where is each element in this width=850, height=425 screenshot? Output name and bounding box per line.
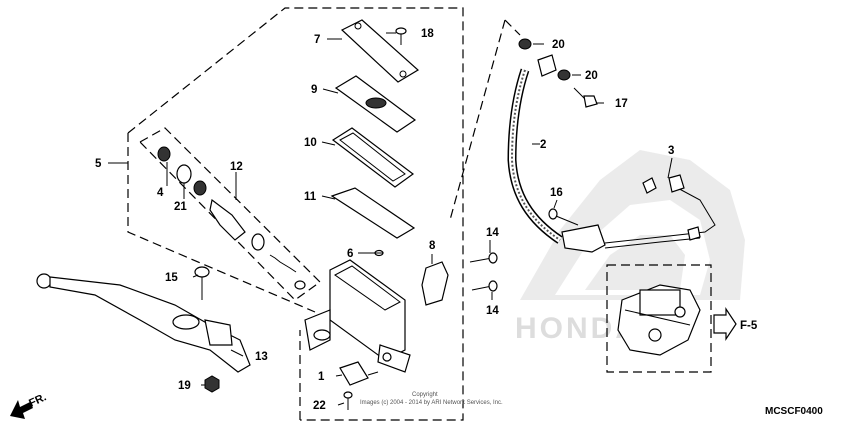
piston-kit xyxy=(157,146,306,290)
callout-7: 7 xyxy=(314,34,320,46)
honda-wing-watermark xyxy=(520,150,745,300)
callout-9: 9 xyxy=(311,84,317,96)
copyright-line-1: Copyright xyxy=(412,392,438,398)
callout-19: 19 xyxy=(178,380,191,392)
holder-bolt-upper xyxy=(469,252,498,264)
diaphragm-plate xyxy=(334,75,417,133)
callout-14-upper: 14 xyxy=(486,227,499,239)
callout-22: 22 xyxy=(313,400,326,412)
callout-3: 3 xyxy=(668,145,674,157)
callout-18: 18 xyxy=(421,28,434,40)
reference-arrow xyxy=(713,307,737,341)
reservoir-float xyxy=(330,187,416,239)
lever-pivot-bolt xyxy=(194,266,210,300)
reservoir-cap xyxy=(340,19,420,83)
abs-modulator-outline xyxy=(606,264,712,373)
callout-5: 5 xyxy=(95,158,102,170)
callout-16: 16 xyxy=(550,187,563,199)
brake-hose xyxy=(507,54,606,253)
callout-4: 4 xyxy=(157,187,164,199)
holder-bolt-lower xyxy=(471,280,498,292)
abs-modulator xyxy=(617,284,701,356)
callout-2: 2 xyxy=(540,139,546,151)
diaphragm xyxy=(331,127,415,188)
callout-13: 13 xyxy=(255,351,268,363)
callout-11: 11 xyxy=(304,191,317,203)
front-direction-label: FR. xyxy=(27,391,48,409)
hose-clamp-bolt xyxy=(548,208,579,226)
callout-20-lower: 20 xyxy=(585,70,598,82)
copyright-line-2: Images (c) 2004 - 2014 by ARI Network Se… xyxy=(360,400,503,406)
callout-15: 15 xyxy=(165,272,178,284)
oil-bolt xyxy=(573,87,598,108)
callout-14-lower: 14 xyxy=(486,305,499,317)
switch-screw xyxy=(343,391,353,410)
reference-label: F-5 xyxy=(740,320,758,332)
mirror-holder xyxy=(421,261,449,306)
callout-6: 6 xyxy=(347,248,353,260)
lever-pivot-nut xyxy=(204,375,220,393)
front-direction-arrow xyxy=(10,400,33,419)
small-screw xyxy=(370,249,384,257)
brake-pipe xyxy=(604,174,716,249)
sealing-washer-lower xyxy=(557,69,571,81)
leader-lines xyxy=(108,32,673,406)
callout-12: 12 xyxy=(230,161,243,173)
brake-lever xyxy=(36,273,251,373)
callout-10: 10 xyxy=(304,137,317,149)
diagram-code: MCSCF0400 xyxy=(765,406,823,417)
piston-kit-group-outline xyxy=(139,127,321,301)
master-cylinder-body xyxy=(304,259,411,373)
cap-screw xyxy=(395,27,407,45)
sealing-washer-upper xyxy=(518,38,532,50)
callout-21: 21 xyxy=(174,201,187,213)
callout-17: 17 xyxy=(615,98,628,110)
master-cylinder-group-outline xyxy=(127,7,521,421)
callout-1: 1 xyxy=(318,371,325,383)
brake-light-switch xyxy=(339,361,379,386)
callout-8: 8 xyxy=(429,240,436,252)
honda-watermark-text: HONDA xyxy=(515,312,640,345)
callout-20-upper: 20 xyxy=(552,39,565,51)
